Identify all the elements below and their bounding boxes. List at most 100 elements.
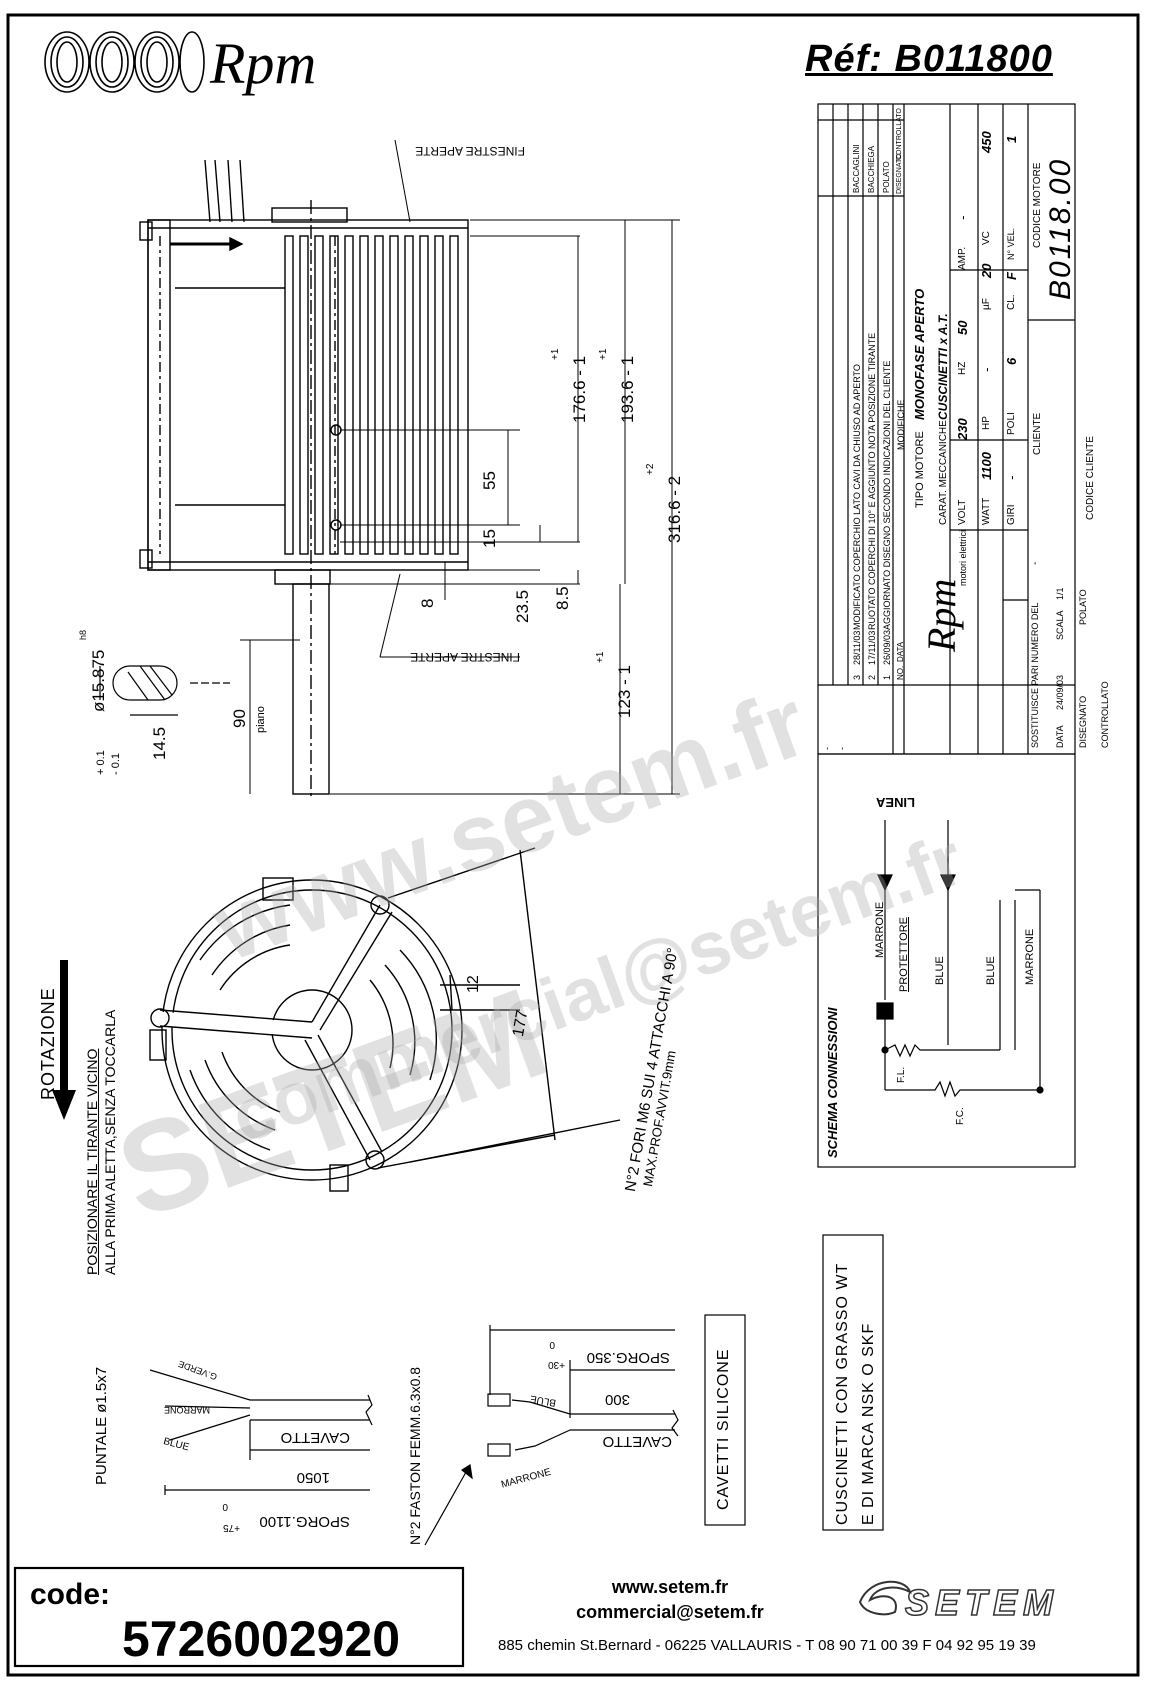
setem-swirl-icon (858, 1580, 912, 1616)
dim-shaft-fit: h8 (78, 629, 88, 640)
rev-header-n: NO. (896, 665, 905, 680)
position-note-2: ALLA PRIMA ALETTA,SENZA TOCCARLA (102, 1009, 118, 1275)
spec-cl-value: F (1004, 272, 1019, 280)
sostituisce-label: SOSTITUISCE PARI NUMERO DEL (1030, 602, 1040, 748)
codice-motore-value: B0118.00 (1044, 157, 1077, 300)
tb-brand-sub: motori elettrici (958, 529, 968, 586)
rev-3-text: MODIFICATO COPERCHIO LATO CAVI DA CHIUSO… (852, 364, 862, 630)
spec-uf-value: 20 (979, 263, 994, 278)
spec-uf-label: µF (981, 298, 992, 310)
sporg-1100-tol2: +75 (223, 1522, 240, 1533)
schema-box (817, 753, 1076, 1168)
sporg-350: SPORG.350 (586, 1349, 670, 1366)
spec-amp-value: - (955, 215, 970, 220)
rev-2-date: 17/11/03 (867, 630, 877, 665)
spec-amp-label: AMP. (957, 246, 968, 270)
reference-number: Réf: B011800 (805, 38, 1053, 80)
cable-marrone: MARRONE (163, 1405, 210, 1415)
spec-vc-value: 450 (979, 131, 994, 153)
schema-title: SCHEMA CONNESSIONI (825, 1007, 840, 1158)
dim-flat-tol1: + 0.1 (95, 750, 107, 775)
dim-316: 316.6 - 2 (665, 475, 684, 543)
codice-motore-label: CODICE MOTORE (1032, 162, 1043, 248)
spec-hp-value: - (979, 367, 994, 372)
schema-fc: F.C. (955, 1107, 966, 1125)
spec-hp-label: HP (981, 416, 992, 430)
code-value: 5726002920 (122, 1611, 401, 1667)
spec-vc-label: VC (981, 231, 992, 245)
rev-row-4: - (837, 747, 847, 750)
rpm-coil-logo (44, 31, 205, 93)
position-note-1: POSIZIONARE IL TIRANTE VICINO (84, 1048, 100, 1275)
bearings-note-2: E DI MARCA NSK O SKF (860, 1322, 877, 1525)
cable-drawing-left (149, 1369, 373, 1495)
controllato-label: CONTROLLATO (1100, 681, 1110, 748)
spec-watt-value: 1100 (979, 452, 994, 480)
tb-brand: Rpm (919, 578, 964, 652)
spec-giri-label: GIRI (1006, 504, 1017, 525)
spec-hz-value: 50 (955, 320, 970, 335)
schema-protettore: PROTETTORE (898, 917, 910, 992)
schema-marrone-2: MARRONE (1024, 928, 1036, 985)
rev-2-text: RUOTATO COPERCHI DI 10° E AGGIUNTO NOTA … (867, 332, 877, 630)
rev-2-n: 2 (867, 674, 877, 680)
cliente-label: CLIENTE (1032, 412, 1043, 455)
dim-8: 8 (418, 598, 437, 608)
carat-value: CUSCINETTI x A.T. (936, 313, 950, 420)
rev-3-n: 3 (852, 674, 862, 680)
rev-header-text: MODIFICHE (896, 399, 906, 451)
dim-123-tol: +1 (595, 651, 606, 663)
footer-email[interactable]: commercial@setem.fr (576, 1602, 764, 1622)
footer-website[interactable]: www.setem.fr (611, 1577, 729, 1597)
spec-vel-value: 1 (1004, 135, 1019, 143)
tipo-label: TIPO MOTORE (914, 431, 926, 508)
dim-flat: 14.5 (150, 726, 169, 760)
schema-linea: LINEA (876, 795, 915, 810)
code-label: code: (30, 1578, 111, 1611)
spec-giri-value: - (1004, 475, 1019, 480)
sporg-1100: SPORG.1100 (259, 1513, 350, 1530)
window-label-top: FINESTRE APERTE (415, 144, 525, 158)
motor-front-view (149, 847, 621, 1192)
dim-flat-tol2: - 0.1 (110, 752, 122, 775)
window-label-bottom: FINESTRE APERTE (410, 650, 520, 664)
rev-1-n: 1 (882, 674, 892, 680)
faston-label: N°2 FASTON FEMM.6.3x0.8 (407, 1366, 423, 1545)
spec-poli-value: 6 (1004, 357, 1019, 365)
silicone-note: CAVETTI SILICONE (715, 1348, 732, 1510)
dim-15: 15 (480, 529, 499, 548)
scala-label: SCALA (1055, 610, 1065, 640)
sostituisce-value: - (1030, 561, 1041, 565)
side-view-dimensions (240, 139, 680, 795)
title-block-grid (817, 103, 1076, 755)
dim-90: 90 (230, 709, 249, 728)
dim-55: 55 (480, 471, 499, 490)
disegnato-label: DISEGNATO (1078, 695, 1088, 748)
rev-1-text: AGGIORNATO DISEGNO SECONDO INDICAZIONI D… (882, 360, 892, 630)
rotation-arrow (52, 960, 76, 1120)
dim-shaft-diameter: ø15.875 (89, 649, 108, 712)
rev-header-date: DATA (896, 641, 905, 662)
dim-176: 176.6 - 1 (570, 355, 589, 423)
rev-2-by: BACCHIEGA (867, 145, 876, 193)
silicone-note-box (704, 1314, 746, 1526)
spec-watt-label: WATT (981, 497, 992, 525)
dim-193: 193.6 - 1 (618, 355, 637, 423)
spec-hz-label: HZ (957, 361, 968, 375)
shaft-section (99, 665, 230, 716)
rev-row-5: - (822, 747, 832, 750)
spec-vel-label: N° VEL. (1006, 227, 1016, 260)
carat-label: CARAT. MECCANICHE (938, 420, 949, 525)
dim-12: 12 (465, 975, 482, 993)
schema-blue: BLUE (934, 956, 946, 985)
schema-marrone: MARRONE (874, 901, 886, 958)
sporg-350-tol1: 0 (549, 1339, 555, 1350)
puntale-label: PUNTALE ø1.5x7 (93, 1366, 110, 1485)
rev-3-date: 28/11/03 (852, 630, 862, 665)
codice-cliente-label: CODICE CLIENTE (1085, 436, 1096, 520)
cavetto-left: CAVETTO (280, 1429, 350, 1446)
rev-1-by: POLATO (882, 161, 891, 193)
dim-piano: piano (255, 706, 267, 733)
spec-poli-label: POLI (1006, 412, 1017, 435)
dim-316-tol: +2 (645, 463, 656, 475)
